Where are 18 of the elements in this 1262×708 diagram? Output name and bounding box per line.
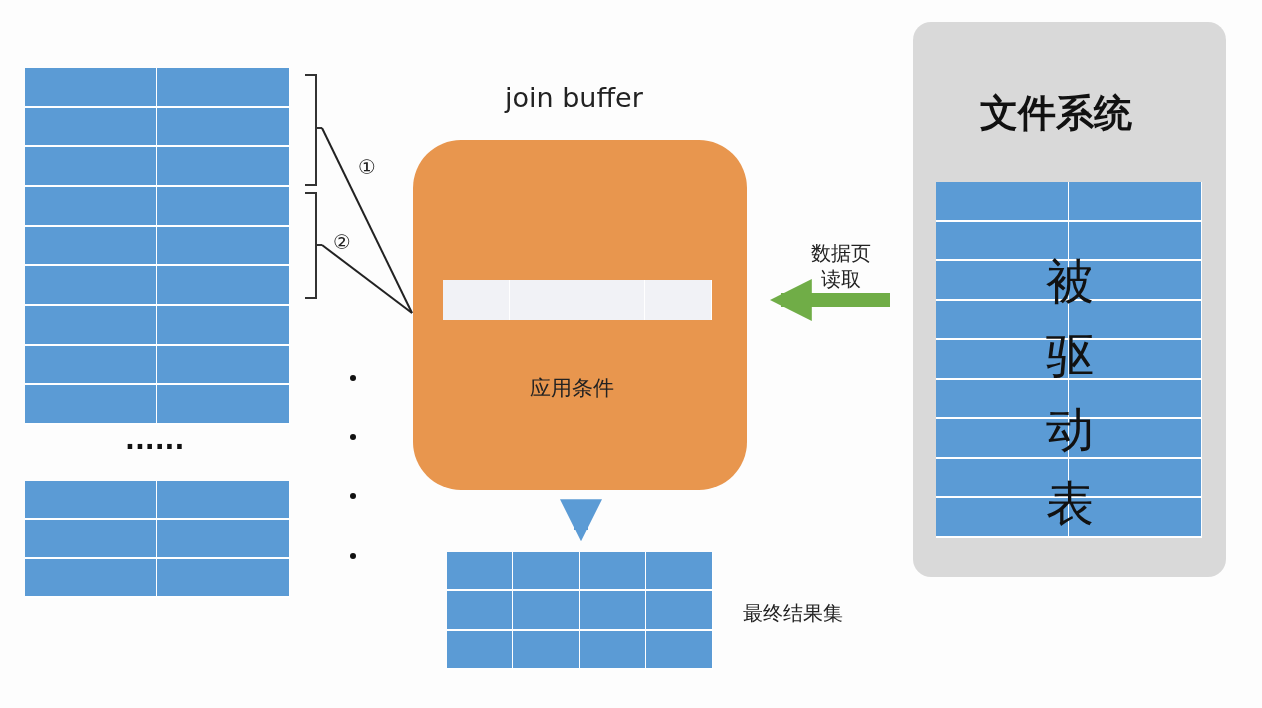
edge-label: ①: [358, 155, 376, 179]
buffer-heading: join buffer: [505, 82, 643, 113]
ellipsis-text: ......: [125, 425, 185, 455]
connector-line: [321, 127, 413, 314]
result-caption: 最终结果集: [743, 600, 843, 627]
data-table: [25, 481, 290, 598]
condition-text: 应用条件: [530, 375, 614, 402]
buffer-row: [443, 280, 712, 320]
file-system-panel: [913, 22, 1226, 577]
edge-label: 数据页读取: [810, 240, 872, 292]
connector-line: [321, 244, 413, 314]
arrow: [769, 279, 890, 321]
panel-title: 文件系统: [980, 90, 1132, 137]
arrow: [560, 499, 602, 542]
result-table: [447, 552, 713, 670]
driven-table: [936, 182, 1202, 538]
data-table: [25, 68, 290, 425]
edge-label: ②: [333, 230, 351, 254]
